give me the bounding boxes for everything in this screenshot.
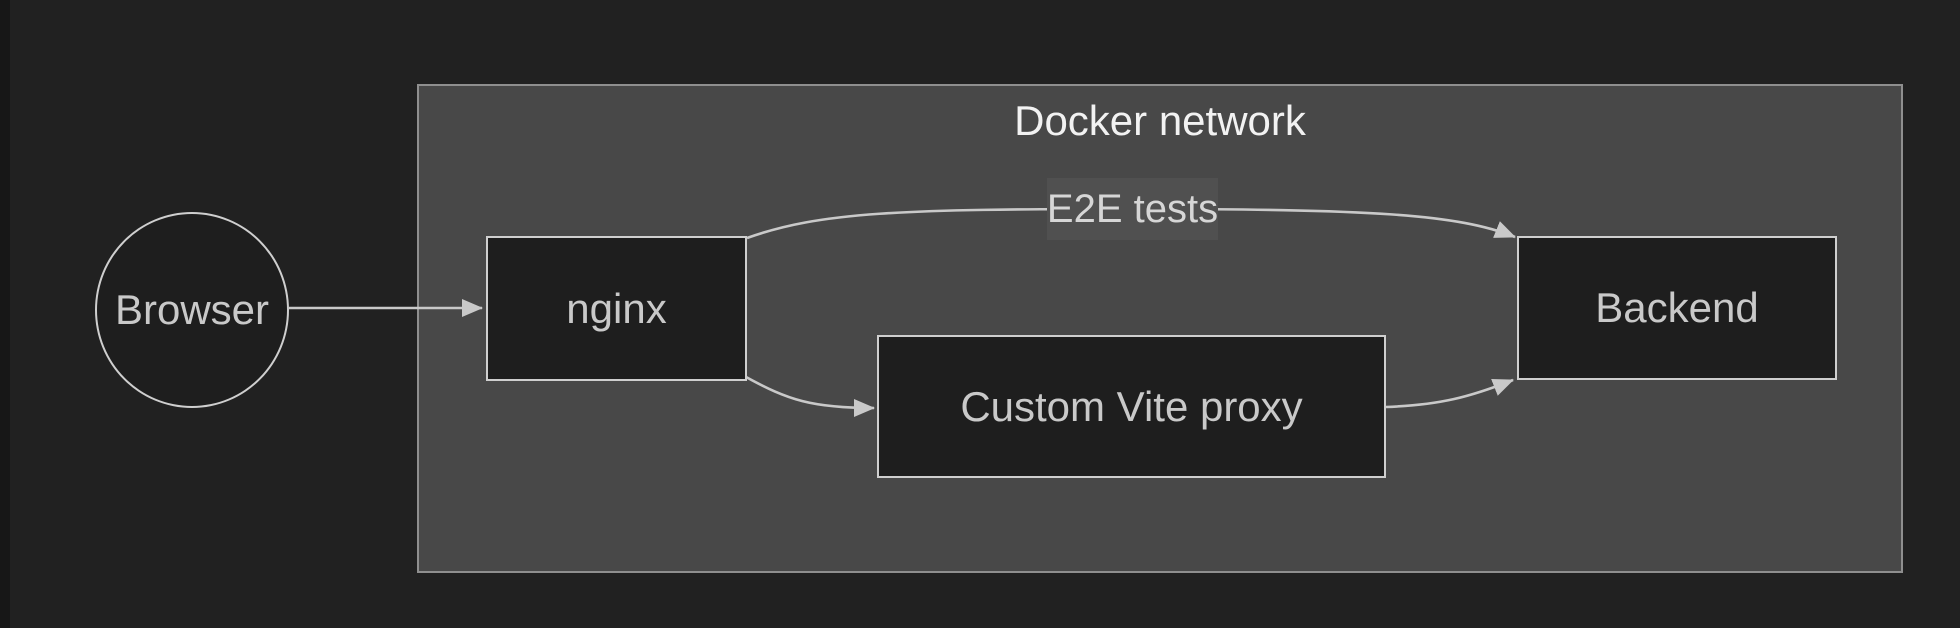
node-backend: Backend	[1517, 236, 1837, 380]
node-nginx: nginx	[486, 236, 747, 381]
edge-proxy-to-backend	[1385, 378, 1514, 409]
node-custom-vite-proxy-label: Custom Vite proxy	[960, 382, 1303, 430]
node-custom-vite-proxy: Custom Vite proxy	[877, 335, 1386, 478]
node-nginx-label: nginx	[566, 284, 667, 332]
edge-label-e2e-tests: E2E tests	[1047, 178, 1218, 240]
edge-nginx-to-proxy	[745, 375, 875, 417]
node-backend-label: Backend	[1595, 284, 1759, 331]
docker-network-title: Docker network	[1014, 97, 1306, 144]
node-browser: Browser	[95, 212, 289, 408]
left-edge-strip	[0, 0, 10, 628]
node-browser-label: Browser	[114, 286, 270, 333]
